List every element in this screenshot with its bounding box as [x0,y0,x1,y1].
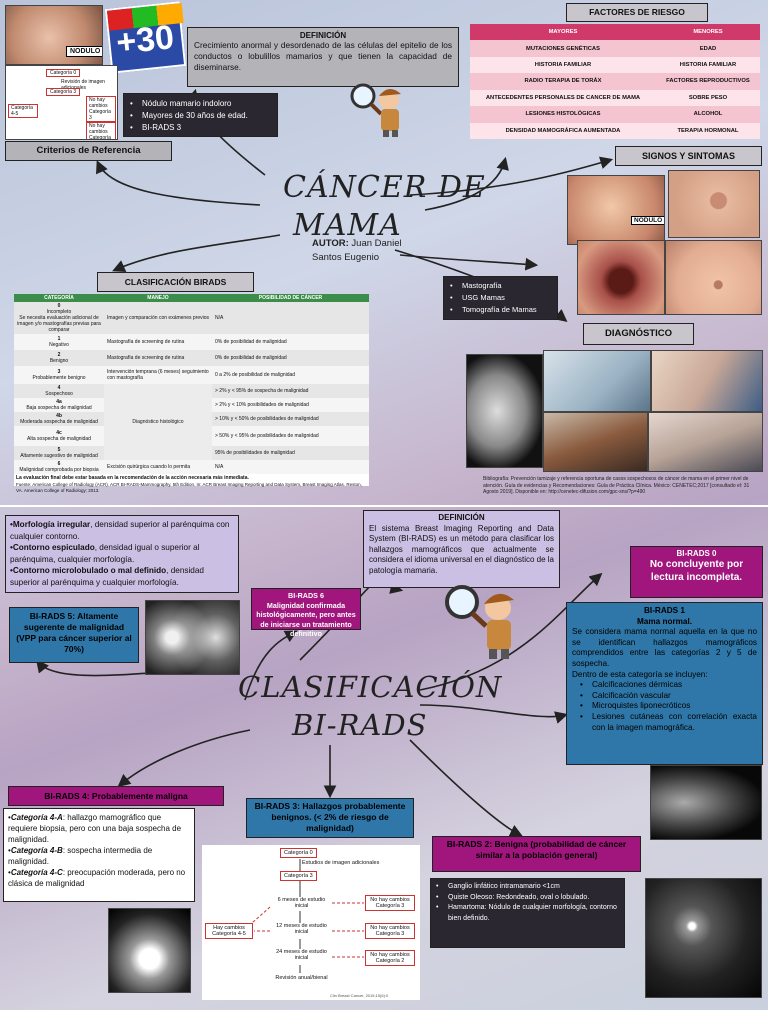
main-title-line2: MAMA [293,208,402,243]
bottom-title-line1: CLASIFICACIÓN [238,670,503,704]
section-divider [0,505,768,507]
signos-title: SIGNOS Y SINTOMAS [615,146,762,166]
criterios-list-box: Nódulo mamario indoloro Mayores de 30 añ… [123,93,278,137]
criterio-item: BI-RADS 3 [130,122,271,134]
morfologia-box: •Morfología irregular, densidad superior… [5,515,239,593]
birads2-box: Ganglio linfático intramamario <1cm Quis… [430,878,625,948]
birads0-box: BI-RADS 0 No concluyente por lectura inc… [630,546,763,598]
bottom-title-line2: BI-RADS [292,708,428,742]
nodule-photo: NODULO [5,5,103,65]
birads3-flowchart: Categoría 0 Estudios de imagen adicional… [202,845,420,1000]
birads3-box: BI-RADS 3: Hallazgos probablemente benig… [246,798,414,838]
birads5-mammogram [145,600,240,675]
diagnostico-item: Tomografía de Mamas [450,304,551,316]
signs-photo-ulcer [577,240,665,315]
tomography-photo [648,412,763,472]
detective-icon [440,580,525,665]
main-title-line1: CÁNCER DE [283,170,486,205]
diagnostico-list-box: Mastografía USG Mamas Tomografía de Mama… [443,276,558,320]
birads6-box: BI-RADS 6 Malignidad confirmada histológ… [251,588,361,638]
birads2-mammogram [645,878,762,998]
definition-box: DEFINICIÓN Crecimiento anormal y desorde… [187,27,459,87]
signs-photo-nodule: NODULO [567,175,665,245]
ultrasound-photo [543,412,648,472]
birads4-mammogram [108,908,191,993]
detective-icon [345,78,410,138]
birads1-mammogram [650,765,762,840]
definicion2-box: DEFINICIÓN El sistema Breast Imaging Rep… [363,510,560,588]
birads5-box: BI-RADS 5: Altamente sugerente de malign… [9,607,139,663]
diagnostico-title: DIAGNÓSTICO [583,323,694,345]
diagnostico-item: Mastografía [450,280,551,292]
birads4-title: BI-RADS 4: Probablemente maligna [8,786,224,806]
patient-exam-photo [651,350,763,412]
bibliografia: Bibliografía: Prevención tamizaje y refe… [483,476,750,495]
diagnostico-item: USG Mamas [450,292,551,304]
signs-photo-exam [665,240,762,315]
mammography-machine-photo [543,350,651,412]
criterios-title: Criterios de Referencia [5,141,172,161]
signs-photo-nipple [668,170,760,238]
clasif-birads-title: CLASIFICACIÓN BIRADS [97,272,254,292]
nodulo-label: NODULO [66,46,102,57]
criterio-item: Mayores de 30 años de edad. [130,110,271,122]
criterio-item: Nódulo mamario indoloro [130,98,271,110]
birads2-title: BI-RADS 2: Benigna (probabilidad de cánc… [432,836,641,872]
birads4-box: •Categoría 4-A: hallazgo mamográfico que… [3,808,195,902]
plus30-logo: +30 [104,1,187,74]
mammogram-image [466,354,543,468]
flow-mini-image: Categoría 0 Revisión de imagen adicional… [5,65,118,140]
factores-title: FACTORES DE RIESGO [566,3,708,22]
birads1-box: BI-RADS 1 Mama normal. Se considera mama… [566,602,763,765]
